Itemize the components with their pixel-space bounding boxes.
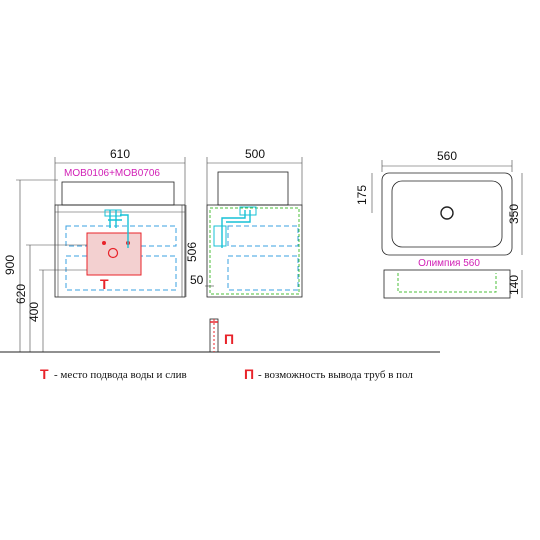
front-view: 610 MOB0106+MOB0706 Т 900 620 400 50 [0,147,440,353]
side-view: 500 50 П [190,147,303,353]
basin-side [217,171,289,206]
height-400-label: 400 [27,302,41,322]
basin-front [61,181,175,206]
plumbing-zone [86,232,142,276]
basin-side-view: 140 [383,269,523,299]
front-width-label: 610 [110,147,130,161]
basin-top-view: 560 175 350 Олимпия 560 [355,149,523,269]
basin-side-outline [383,269,511,299]
legend-t-text: - место подвода воды и слив [54,369,187,381]
drain-offset-label: 175 [355,185,369,205]
height-900-label: 900 [3,255,17,275]
height-506-label: 506 [185,242,199,262]
basin-depth-label: 350 [507,204,521,224]
basin-name-label: Олимпия 560 [418,258,480,269]
marker-t: Т [100,276,109,292]
legend-t-letter: Т [40,366,49,382]
legend-p-text: - возможность вывода труб в пол [258,369,413,381]
side-width-label: 500 [245,147,265,161]
cabinet-side [206,204,303,298]
offset-50-label: 50 [190,273,204,287]
drain-hole [107,247,119,259]
model-label: MOB0106+MOB0706 [64,168,160,179]
basin-drain [440,206,454,220]
legend-p-letter: П [244,366,254,382]
basin-bowl [391,180,503,248]
basin-outline [381,172,513,256]
basin-height-label: 140 [507,275,521,295]
siphon-pipe [108,210,129,248]
basin-width-label: 560 [437,149,457,163]
height-620-label: 620 [14,284,28,304]
siphon-side [221,210,251,248]
legend: Т - место подвода воды и слив П - возмож… [40,366,413,382]
marker-p: П [224,331,234,347]
cabinet-body [54,204,186,298]
